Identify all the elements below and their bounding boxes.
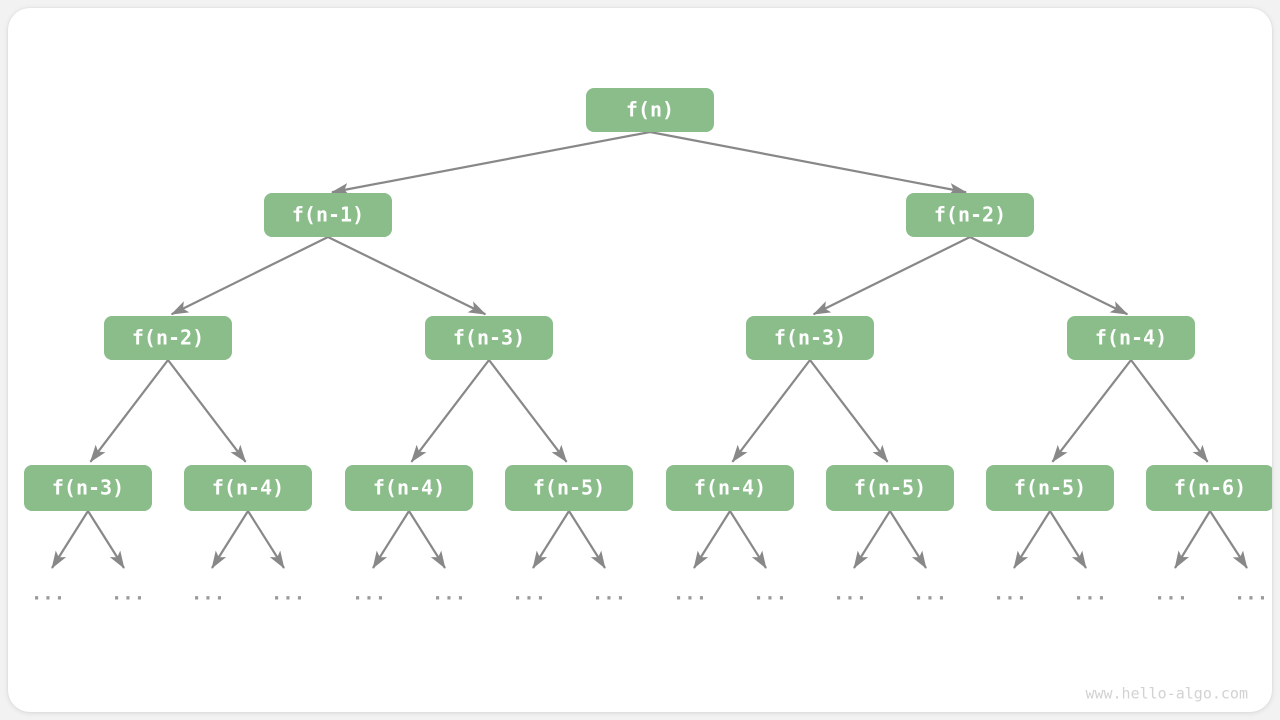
- tree-node-label: f(n-2): [934, 203, 1006, 227]
- leaf-edge: [1209, 510, 1248, 569]
- leaf-edge: [211, 510, 249, 569]
- tree-node-box: [1146, 465, 1272, 511]
- tree-node-box: [986, 465, 1114, 511]
- tree-node[interactable]: f(n-5): [826, 465, 954, 511]
- leaf-edge: [889, 510, 927, 569]
- ellipsis-label: ...: [31, 583, 65, 605]
- ellipsis-label: ...: [1234, 583, 1268, 605]
- tree-node-label: f(n-3): [453, 326, 525, 350]
- leaf-edge: [532, 510, 570, 569]
- edges-layer: [89, 130, 1209, 463]
- tree-node-box: [906, 193, 1034, 237]
- tree-node[interactable]: f(n-4): [666, 465, 794, 511]
- tree-node-box: [24, 465, 152, 511]
- tree-edge: [969, 236, 1129, 316]
- tree-node[interactable]: f(n-4): [184, 465, 312, 511]
- tree-edge: [167, 359, 247, 463]
- ellipsis-label: ...: [753, 583, 787, 605]
- tree-node-label: f(n-6): [1174, 476, 1246, 500]
- ellipsis-label: ...: [111, 583, 145, 605]
- tree-node[interactable]: f(n-5): [986, 465, 1114, 511]
- tree-edge: [731, 359, 811, 463]
- ellipsis-label: ...: [1073, 583, 1107, 605]
- tree-edge: [488, 359, 568, 463]
- nodes-layer: f(n) f(n-1) f(n-2) f(n-2) f(n-3) f(n-3) f(n-4)…: [24, 88, 1272, 511]
- tree-node-box: [826, 465, 954, 511]
- ellipsis-label: ...: [432, 583, 466, 605]
- leaf-edge: [693, 510, 731, 569]
- tree-edge: [649, 130, 967, 196]
- ellipses-layer: ........................................…: [31, 583, 1268, 605]
- tree-node-box: [264, 193, 392, 237]
- tree-node-box: [345, 465, 473, 511]
- tree-edge: [89, 359, 169, 463]
- tree-node-label: f(n-2): [132, 326, 204, 350]
- tree-node-box: [666, 465, 794, 511]
- leaf-edge: [247, 510, 285, 569]
- tree-edge: [331, 130, 651, 196]
- tree-node-box: [184, 465, 312, 511]
- tree-node[interactable]: f(n-4): [345, 465, 473, 511]
- tree-edge: [1130, 359, 1209, 463]
- ellipsis-label: ...: [592, 583, 626, 605]
- leaf-edge: [568, 510, 606, 569]
- tree-node-box: [425, 316, 553, 360]
- leaf-edge: [51, 510, 89, 569]
- tree-node[interactable]: f(n-3): [425, 316, 553, 360]
- tree-node[interactable]: f(n-4): [1067, 316, 1195, 360]
- diagram-card: f(n) f(n-1) f(n-2) f(n-2) f(n-3) f(n-3) f(n-4)…: [8, 8, 1272, 712]
- ellipsis-label: ...: [673, 583, 707, 605]
- leaf-arrows-layer: [51, 510, 1248, 569]
- tree-node[interactable]: f(n-3): [746, 316, 874, 360]
- leaf-edge: [853, 510, 891, 569]
- ellipsis-label: ...: [352, 583, 386, 605]
- leaf-edge: [729, 510, 767, 569]
- tree-node-label: f(n-3): [774, 326, 846, 350]
- ellipsis-label: ...: [993, 583, 1027, 605]
- tree-node-label: f(n-4): [373, 476, 445, 500]
- ellipsis-label: ...: [1154, 583, 1188, 605]
- tree-node-label: f(n-4): [1095, 326, 1167, 350]
- tree-node-label: f(n-4): [694, 476, 766, 500]
- tree-node-label: f(n-3): [52, 476, 124, 500]
- watermark-text: www.hello-algo.com: [1085, 685, 1248, 703]
- ellipsis-label: ...: [512, 583, 546, 605]
- tree-edge: [809, 359, 889, 463]
- tree-node-label: f(n-5): [533, 476, 605, 500]
- tree-node[interactable]: f(n): [586, 88, 714, 132]
- leaf-edge: [1049, 510, 1087, 569]
- tree-node[interactable]: f(n-2): [104, 316, 232, 360]
- tree-node[interactable]: f(n-3): [24, 465, 152, 511]
- leaf-edge: [1013, 510, 1051, 569]
- tree-node[interactable]: f(n-5): [505, 465, 633, 511]
- leaf-edge: [1174, 510, 1211, 569]
- tree-edge: [410, 359, 490, 463]
- tree-edge: [327, 236, 487, 316]
- ellipsis-label: ...: [191, 583, 225, 605]
- tree-node-label: f(n-5): [854, 476, 926, 500]
- leaf-edge: [408, 510, 446, 569]
- tree-node-box: [746, 316, 874, 360]
- tree-node-label: f(n): [626, 98, 674, 122]
- tree-node[interactable]: f(n-6): [1146, 465, 1272, 511]
- tree-node[interactable]: f(n-1): [264, 193, 392, 237]
- tree-node-label: f(n-4): [212, 476, 284, 500]
- leaf-edge: [372, 510, 410, 569]
- ellipsis-label: ...: [271, 583, 305, 605]
- tree-node-box: [104, 316, 232, 360]
- tree-node[interactable]: f(n-2): [906, 193, 1034, 237]
- tree-node-box: [1067, 316, 1195, 360]
- recursion-tree-diagram: f(n) f(n-1) f(n-2) f(n-2) f(n-3) f(n-3) f(n-4)…: [24, 88, 1272, 703]
- tree-node-label: f(n-1): [292, 203, 364, 227]
- ellipsis-label: ...: [913, 583, 947, 605]
- ellipsis-label: ...: [833, 583, 867, 605]
- tree-node-label: f(n-5): [1014, 476, 1086, 500]
- tree-edge: [170, 236, 329, 316]
- tree-edge: [812, 236, 971, 316]
- leaf-edge: [87, 510, 125, 569]
- tree-edge: [1051, 359, 1132, 463]
- tree-node-box: [586, 88, 714, 132]
- tree-node-box: [505, 465, 633, 511]
